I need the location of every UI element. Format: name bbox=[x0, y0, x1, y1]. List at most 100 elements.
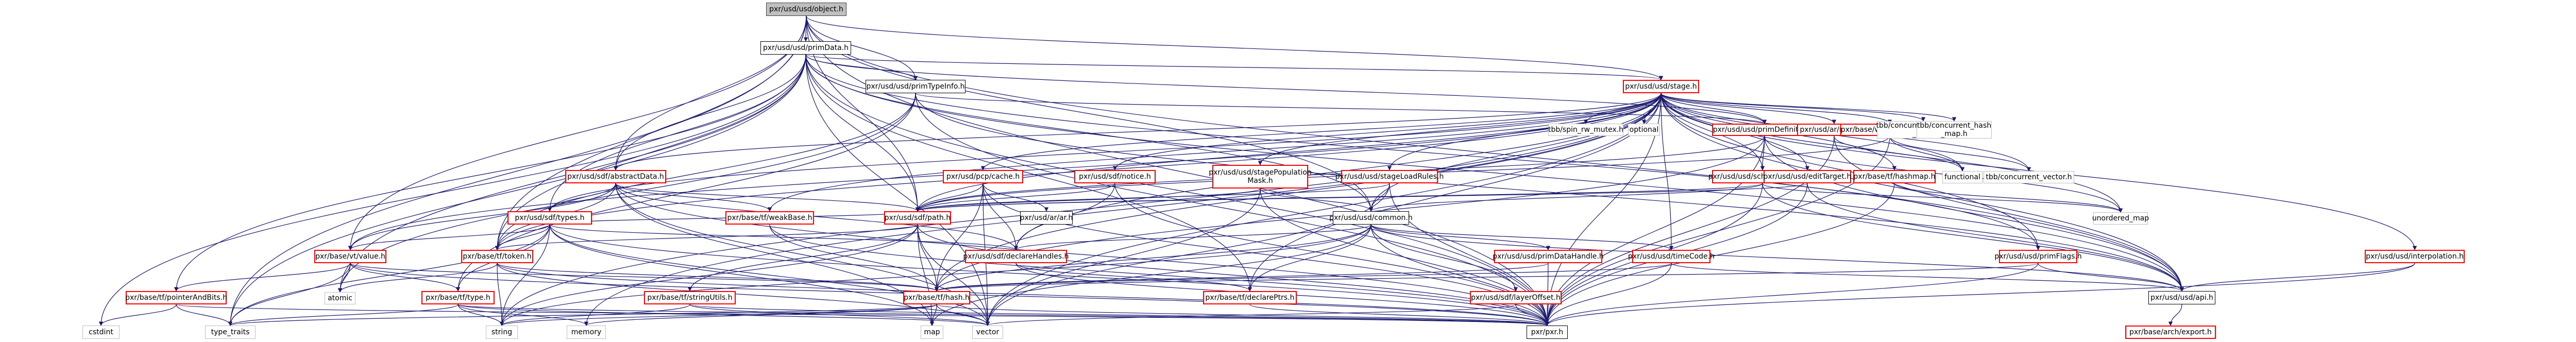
graph-node-layer-offset[interactable]: pxr/usd/sdf/layerOffset.h bbox=[1470, 291, 1562, 304]
graph-node-cvector[interactable]: tbb/concurrent_vector.h bbox=[1984, 171, 2074, 183]
graph-node-atomic[interactable]: atomic bbox=[325, 292, 355, 304]
edge-primDefinition-to-pxr bbox=[1545, 135, 1765, 326]
edge-common-to-string bbox=[499, 224, 1371, 326]
graph-node-edit-target[interactable]: pxr/usd/usd/editTarget.h bbox=[1764, 170, 1851, 183]
graph-node-spin[interactable]: tbb/spin_rw_mutex.h bbox=[1548, 124, 1623, 136]
edge-stage-to-usdApi bbox=[1660, 93, 2184, 292]
edge-stage-to-arNotice bbox=[1660, 93, 1837, 124]
edge-schemaRegistry-to-umap bbox=[1762, 183, 2123, 213]
graph-node-chmap[interactable]: tbb/concurrent_hash _map.h bbox=[1917, 121, 1992, 139]
graph-node-umap[interactable]: unordered_map bbox=[2092, 212, 2149, 225]
graph-node-prim-flags[interactable]: pxr/usd/usd/primFlags.h bbox=[1994, 250, 2082, 263]
edge-schemaRegistry-to-usdApi bbox=[1762, 183, 2184, 292]
graph-node-arch-export[interactable]: pxr/base/arch/export.h bbox=[2125, 326, 2216, 339]
edge-primData-to-pxr bbox=[805, 54, 1550, 326]
graph-node-abstract-data[interactable]: pxr/usd/sdf/abstractData.h bbox=[565, 170, 666, 183]
edge-layerOffset-to-pxr bbox=[1515, 304, 1550, 326]
edge-stage-to-sdfNotice bbox=[1112, 93, 1662, 170]
edge-primTypeInfo-to-primDefinition bbox=[915, 93, 1767, 124]
graph-node-type-traits[interactable]: type_traits bbox=[205, 326, 256, 339]
graph-node-common[interactable]: pxr/usd/usd/common.h bbox=[1329, 211, 1413, 225]
edge-common-to-layerOffset bbox=[1370, 224, 1518, 292]
graph-node-vt-value[interactable]: pxr/base/vt/value.h bbox=[314, 250, 386, 263]
edge-object-to-primTypeInfo bbox=[806, 15, 918, 80]
edge-primData-to-typeTraits bbox=[228, 54, 806, 326]
edge-common-to-pxr bbox=[1370, 224, 1550, 326]
edge-vtValue-to-tfHash bbox=[350, 263, 939, 292]
graph-node-vector[interactable]: vector bbox=[972, 326, 1003, 339]
graph-node-declare-handles[interactable]: pxr/usd/sdf/declareHandles.h bbox=[963, 250, 1069, 263]
edge-common-to-usdApi bbox=[1370, 224, 2184, 292]
edge-sdfPath-to-tfToken bbox=[495, 224, 918, 250]
edge-tfHash-to-string bbox=[500, 304, 937, 326]
graph-node-ar-ar[interactable]: pxr/usd/ar/ar.h bbox=[1020, 211, 1073, 225]
graph-node-object[interactable]: pxr/usd/usd/object.h bbox=[766, 3, 846, 16]
edge-common-to-tfHash bbox=[934, 224, 1371, 292]
edge-pcpCache-to-sdfPath bbox=[915, 183, 984, 212]
graph-node-usd-api[interactable]: pxr/usd/usd/api.h bbox=[2148, 291, 2215, 304]
graph-node-optional[interactable]: optional bbox=[1628, 124, 1660, 136]
graph-node-pop-mask[interactable]: pxr/usd/usd/stagePopulation Mask.h bbox=[1209, 165, 1312, 189]
edge-tfToken-to-atomic bbox=[337, 263, 498, 293]
edge-primData-to-declarePtrs bbox=[805, 54, 1252, 292]
edge-object-to-abstractData bbox=[613, 15, 807, 170]
graph-node-load-rules[interactable]: pxr/usd/usd/stageLoadRules.h bbox=[1335, 170, 1444, 183]
graph-node-string-utils[interactable]: pxr/base/tf/stringUtils.h bbox=[644, 291, 736, 304]
graph-node-tf-hash[interactable]: pxr/base/tf/hash.h bbox=[903, 291, 970, 304]
graph-node-string[interactable]: string bbox=[486, 326, 518, 339]
graph-node-sdf-notice[interactable]: pxr/usd/sdf/notice.h bbox=[1074, 170, 1156, 183]
edge-stage-to-string bbox=[499, 93, 1662, 326]
edge-tfHash-to-map bbox=[929, 304, 937, 326]
edge-tfHash-to-memory bbox=[584, 304, 937, 326]
edge-stringUtils-to-vector bbox=[689, 304, 990, 326]
edge-primData-to-sdfTypes bbox=[547, 54, 806, 212]
edge-abstractData-to-sdfTypes bbox=[547, 183, 616, 212]
graph-node-cstdint[interactable]: cstdint bbox=[82, 326, 120, 339]
edge-abstractData-to-weakBase bbox=[615, 183, 772, 212]
edge-abstractData-to-vtValue bbox=[348, 183, 616, 250]
edge-abstractData-to-declareHandles bbox=[615, 183, 1019, 250]
graph-node-stage[interactable]: pxr/usd/usd/stage.h bbox=[1623, 80, 1699, 93]
graph-node-prim-data-handle[interactable]: pxr/usd/usd/primDataHandle.h bbox=[1493, 250, 1604, 263]
graph-node-weak-base[interactable]: pxr/base/tf/weakBase.h bbox=[725, 211, 814, 225]
edge-tfType-to-typeTraits bbox=[228, 304, 459, 326]
graph-node-ptr-and-bits[interactable]: pxr/base/tf/pointerAndBits.h bbox=[125, 291, 227, 304]
edge-tfToken-to-tfHash bbox=[497, 263, 939, 292]
edge-primData-to-vector bbox=[805, 54, 990, 326]
edge-stage-to-sdfPath bbox=[915, 93, 1662, 212]
edge-tfToken-to-pxr bbox=[497, 263, 1549, 326]
edge-stringUtils-to-pxr bbox=[689, 304, 1549, 326]
edge-sdfTypes-to-vtValue bbox=[348, 224, 550, 250]
edge-primData-to-cstdint bbox=[98, 54, 806, 326]
graph-node-tf-token[interactable]: pxr/base/tf/token.h bbox=[461, 250, 533, 263]
edge-declareHandles-to-declarePtrs bbox=[1015, 263, 1252, 292]
graph-node-functional[interactable]: functional bbox=[1942, 171, 1982, 183]
edge-timeCode-to-tfHash bbox=[935, 263, 1672, 292]
graph-node-pcp-cache[interactable]: pxr/usd/pcp/cache.h bbox=[943, 170, 1023, 183]
graph-node-sdf-types[interactable]: pxr/usd/sdf/types.h bbox=[507, 211, 592, 225]
edge-hashmap-to-pxr bbox=[1545, 183, 1895, 326]
edge-sdfPath-to-stringUtils bbox=[687, 224, 918, 292]
graph-node-hashmap[interactable]: pxr/base/tf/hashmap.h bbox=[1853, 170, 1936, 183]
graph-node-prim-type-info[interactable]: pxr/usd/usd/primTypeInfo.h bbox=[866, 80, 965, 93]
edge-common-to-map bbox=[929, 224, 1371, 326]
graph-node-sdf-path[interactable]: pxr/usd/sdf/path.h bbox=[884, 211, 951, 225]
edge-dispatcher-to-cvector bbox=[1889, 135, 2031, 172]
graph-node-memory[interactable]: memory bbox=[567, 326, 606, 339]
graph-node-time-code[interactable]: pxr/usd/usd/timeCode.h bbox=[1628, 250, 1715, 263]
edge-weakBase-to-pxr bbox=[769, 224, 1550, 326]
edge-stage-to-dispatcher bbox=[1660, 93, 1892, 124]
edge-layerOffset-to-vector bbox=[986, 304, 1516, 326]
edge-stage-to-sdfTypes bbox=[547, 93, 1662, 212]
graph-node-interpolation[interactable]: pxr/usd/usd/interpolation.h bbox=[2365, 250, 2465, 263]
graph-node-pxr[interactable]: pxr/pxr.h bbox=[1527, 326, 1568, 339]
edge-stage-to-vector bbox=[985, 93, 1662, 326]
graph-node-declare-ptrs[interactable]: pxr/base/tf/declarePtrs.h bbox=[1203, 291, 1297, 304]
edge-interpolation-to-usdApi bbox=[2179, 263, 2415, 292]
edge-declarePtrs-to-pxr bbox=[1249, 304, 1549, 326]
edge-sdfPath-to-pxr bbox=[917, 224, 1550, 326]
graph-node-map[interactable]: map bbox=[921, 326, 943, 339]
edge-ptrAndBits-to-typeTraits bbox=[176, 304, 233, 326]
graph-node-tf-type[interactable]: pxr/base/tf/type.h bbox=[421, 291, 495, 304]
graph-node-prim-data[interactable]: pxr/usd/usd/primData.h bbox=[760, 41, 851, 55]
